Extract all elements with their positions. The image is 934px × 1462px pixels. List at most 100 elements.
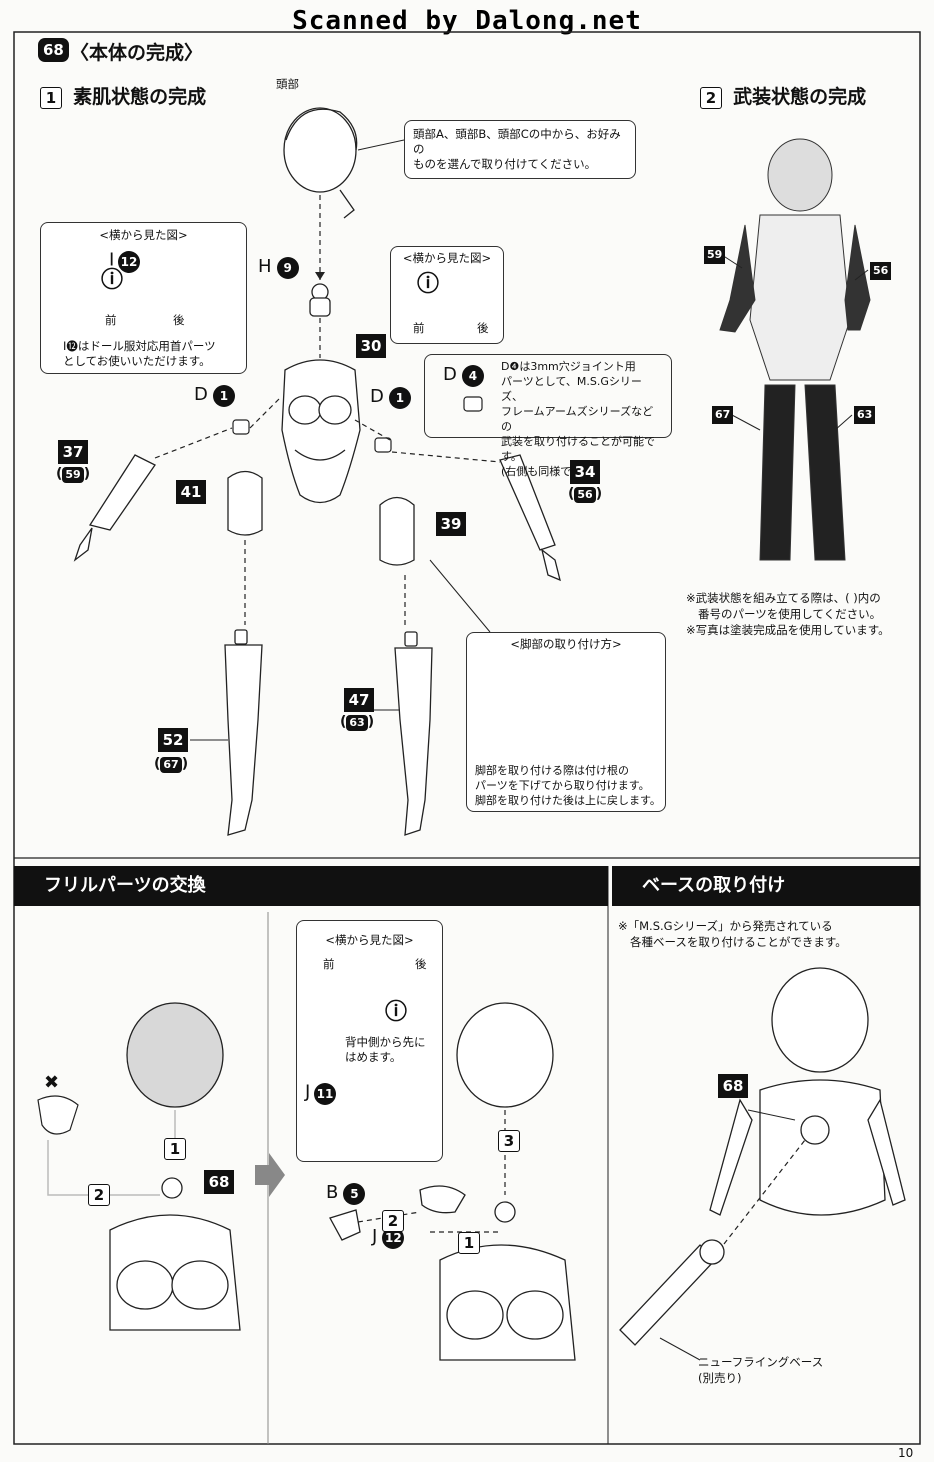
part-number-12: 12 bbox=[117, 251, 140, 273]
hip-part-41 bbox=[227, 470, 263, 536]
runner-j: J bbox=[305, 1081, 311, 1103]
right-arm bbox=[499, 454, 561, 582]
part-number-9: 9 bbox=[276, 256, 299, 279]
base-note: ※「M.S.Gシリーズ」から発売されている 各種ベースを取り付けることができます… bbox=[618, 918, 847, 950]
photo-label-59: 59 bbox=[704, 246, 726, 264]
caution-icon: ⓘ bbox=[417, 272, 440, 297]
section1-title: 素肌状態の完成 bbox=[73, 86, 207, 108]
part-52: 52 bbox=[158, 728, 188, 752]
runner-d: D bbox=[370, 386, 384, 407]
torso-illustration bbox=[281, 359, 361, 504]
part-52-alt: (67) bbox=[154, 756, 189, 773]
frill-right-head bbox=[456, 1002, 554, 1108]
part-number-1: 1 bbox=[388, 386, 411, 409]
frill-side-view-box: <横から見た図> 前 後 ⓘ 背中側から先に はめます。 J 11 bbox=[296, 920, 443, 1162]
part-41: 41 bbox=[176, 480, 206, 504]
step-title: 〈本体の完成〉 bbox=[70, 42, 204, 64]
base-section-bar: ベースの取り付け bbox=[612, 866, 920, 906]
photo-label-67: 67 bbox=[712, 406, 734, 424]
d4-joint-note: D❹は3mm穴ジョイント用 パーツとして、M.S.Gシリーズ、 フレームアームズ… bbox=[424, 354, 672, 478]
part-number-4: 4 bbox=[461, 364, 484, 387]
part-56-alt: 56 bbox=[574, 487, 596, 503]
frill-side-view-title: <横から見た図> bbox=[325, 933, 414, 947]
section1-number: 1 bbox=[40, 87, 62, 109]
d4-note-3: フレームアームズシリーズなどの bbox=[501, 405, 654, 433]
part-30: 30 bbox=[356, 334, 386, 358]
side-view-right-back: 後 bbox=[477, 321, 489, 335]
d4-note-2: パーツとして、M.S.Gシリーズ、 bbox=[501, 375, 642, 403]
runner-j: J bbox=[372, 1226, 378, 1247]
head-note-line-2: ものを選んで取り付けてください。 bbox=[413, 157, 597, 171]
frill-b5-label: B 5 bbox=[326, 1182, 366, 1205]
caution-icon: ⓘ bbox=[385, 1000, 408, 1025]
part-63-alt: 63 bbox=[346, 715, 368, 731]
side-view-left-note-1: I⓬はドール服対応用首パーツ bbox=[63, 339, 216, 353]
part-37: 37 bbox=[58, 440, 88, 464]
head-label: 頭部 bbox=[276, 77, 299, 91]
frill-part-68: 68 bbox=[204, 1170, 234, 1194]
step-number-badge: 68 bbox=[38, 38, 69, 62]
side-view-left-note-2: としてお使いいただけます。 bbox=[63, 354, 211, 368]
side-view-box-left: <横から見た図> I 12 ⓘ 前 後 I⓬はドール服対応用首パーツ としてお使… bbox=[40, 222, 247, 374]
page-number: 10 bbox=[898, 1446, 914, 1460]
photo-label-63: 63 bbox=[854, 406, 876, 424]
armed-figure-photo bbox=[719, 138, 871, 561]
side-view-box-right: <横から見た図> ⓘ 前 後 bbox=[390, 246, 504, 344]
d4-part-label: D 4 bbox=[443, 364, 484, 387]
base-note-1: ※「M.S.Gシリーズ」から発売されている bbox=[618, 919, 833, 933]
neck-part bbox=[309, 283, 331, 317]
page-frame bbox=[13, 31, 921, 1445]
frill-head bbox=[126, 1002, 224, 1108]
next-arrow-icon bbox=[255, 1153, 285, 1197]
leg-install-box: <脚部の取り付け方> 脚部を取り付ける際は付け根の パーツを下げてから取り付けま… bbox=[466, 632, 666, 812]
frill-side-front: 前 bbox=[323, 957, 335, 971]
head-selection-note: 頭部A、頭部B、頭部Cの中から、お好みの ものを選んで取り付けてください。 bbox=[404, 120, 636, 179]
frill-right-body bbox=[329, 1185, 576, 1361]
head-note-line-1: 頭部A、頭部B、頭部Cの中から、お好みの bbox=[413, 127, 621, 156]
frill-side-back: 後 bbox=[415, 957, 427, 971]
part-47-alt: (63) bbox=[340, 714, 375, 731]
frill-step-1: 1 bbox=[164, 1138, 186, 1160]
caution-icon: ⓘ bbox=[101, 268, 124, 293]
remove-x-icon: ✖ bbox=[44, 1072, 60, 1093]
side-view-left-front: 前 bbox=[105, 313, 117, 327]
left-leg bbox=[224, 629, 263, 836]
side-view-right-front: 前 bbox=[413, 321, 425, 335]
section1-header: 1 素肌状態の完成 bbox=[40, 82, 206, 109]
flying-base-label: ニューフライングベース (別売り) bbox=[698, 1354, 823, 1386]
scanner-watermark: Scanned by Dalong.net bbox=[292, 6, 642, 36]
leg-note-1: 脚部を取り付ける際は付け根の bbox=[475, 764, 629, 777]
armed-note-3: ※写真は塗装完成品を使用しています。 bbox=[686, 623, 890, 637]
part-number-1: 1 bbox=[212, 384, 235, 407]
leg-note-3: 脚部を取り付けた後は上に戻します。 bbox=[475, 794, 661, 807]
part-37-alt: (59) bbox=[56, 466, 91, 483]
part-34-alt: (56) bbox=[568, 486, 603, 503]
frill-note-1: 背中側から先に bbox=[345, 1035, 426, 1049]
neck-part-label: H 9 bbox=[258, 256, 299, 279]
part-number-5: 5 bbox=[343, 1182, 366, 1205]
photo-label-56: 56 bbox=[870, 262, 892, 280]
frill-collar bbox=[37, 1095, 79, 1135]
flying-base-name: ニューフライングベース bbox=[698, 1355, 824, 1369]
runner-h: H bbox=[258, 256, 272, 277]
side-view-right-title: <横から見た図> bbox=[402, 251, 492, 265]
frill-side-note: 背中側から先に はめます。 bbox=[345, 1035, 426, 1065]
leg-note-2: パーツを下げてから取り付けます。 bbox=[475, 779, 650, 792]
head-illustration bbox=[283, 107, 358, 219]
flying-base-sold-separately: (別売り) bbox=[698, 1371, 742, 1385]
armed-note-2: 番号のパーツを使用してください。 bbox=[698, 607, 882, 621]
frill-j11-label: J 11 bbox=[305, 1083, 336, 1105]
section2-header: 2 武装状態の完成 bbox=[700, 82, 866, 109]
frill-step-2: 2 bbox=[88, 1184, 110, 1206]
base-figure-back bbox=[709, 967, 906, 1216]
base-note-2: 各種ベースを取り付けることができます。 bbox=[630, 935, 847, 949]
leg-box-note: 脚部を取り付ける際は付け根の パーツを下げてから取り付けます。 脚部を取り付けた… bbox=[475, 763, 661, 808]
leg-box-title: <脚部の取り付け方> bbox=[510, 637, 622, 651]
runner-d: D bbox=[443, 364, 457, 385]
flying-base-arm bbox=[619, 1239, 725, 1346]
d4-note-4: 武装を取り付けることが可能です。 bbox=[501, 435, 655, 463]
frill-right-step-3: 3 bbox=[498, 1130, 520, 1152]
part-59-alt: 59 bbox=[62, 467, 84, 483]
part-39: 39 bbox=[436, 512, 466, 536]
frill-right-step-1: 1 bbox=[458, 1232, 480, 1254]
